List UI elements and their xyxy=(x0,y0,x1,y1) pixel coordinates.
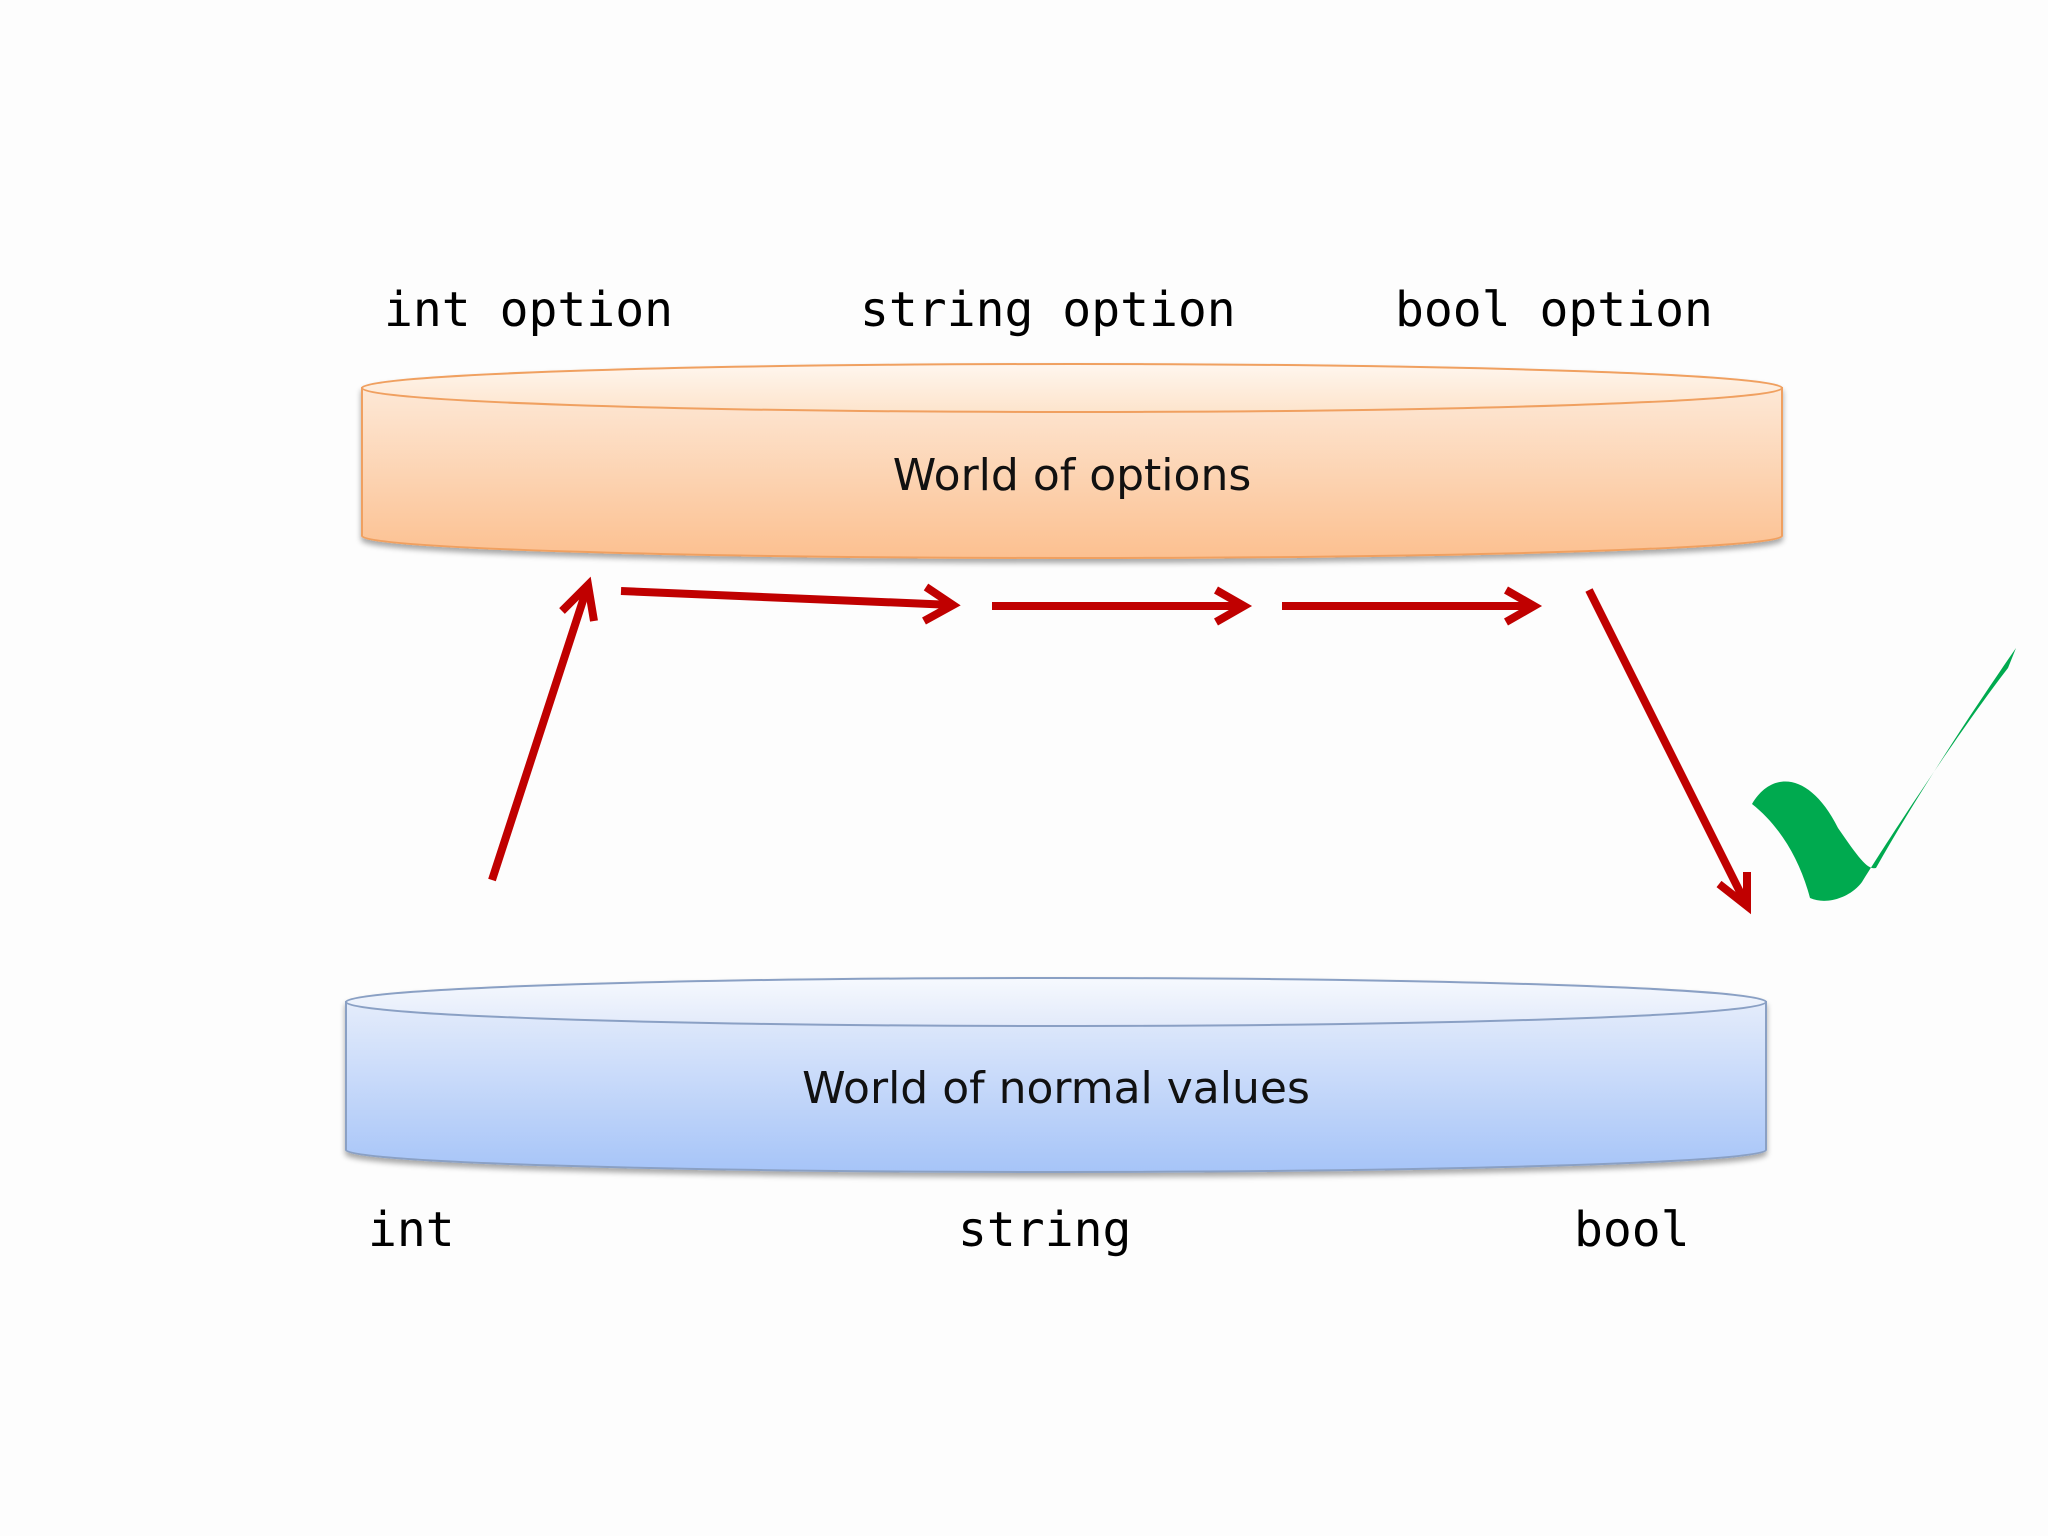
label-string-option: string option xyxy=(860,282,1236,338)
normal-world-label: World of normal values xyxy=(802,1063,1310,1114)
label-bool-option: bool option xyxy=(1395,282,1713,338)
arrow-step-3 xyxy=(1282,586,1543,626)
arrow-return-down xyxy=(1585,588,1751,915)
arrow-lift-up xyxy=(488,576,598,882)
arrow-step-1 xyxy=(620,583,961,625)
options-world-disk xyxy=(361,363,1783,559)
normal-world-disk xyxy=(345,977,1767,1173)
options-world-label: World of options xyxy=(893,450,1252,501)
label-int-option: int option xyxy=(384,282,673,338)
arrows xyxy=(488,576,1751,915)
arrow-step-2 xyxy=(992,586,1253,626)
label-int: int xyxy=(368,1202,455,1258)
label-string: string xyxy=(958,1202,1131,1258)
label-bool: bool xyxy=(1574,1202,1690,1258)
checkmark-icon xyxy=(1752,648,2016,901)
